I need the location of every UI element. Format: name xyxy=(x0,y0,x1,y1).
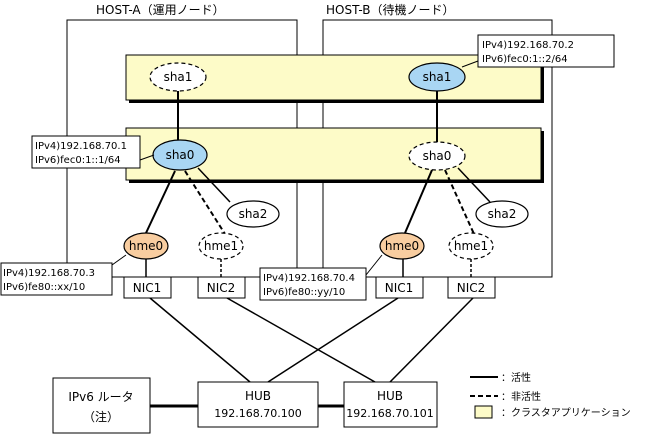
a-hme0-label: hme0 xyxy=(129,239,163,253)
a-nic2-box xyxy=(197,276,246,299)
callout-a-sha0-pointer xyxy=(139,154,155,161)
hub1-ip: 192.168.70.100 xyxy=(214,407,301,420)
hub1-box xyxy=(197,381,319,428)
ipv6-router-note: （注） xyxy=(83,409,119,424)
host-a-title: HOST-A（運用ノード） xyxy=(96,3,225,17)
cable-b-nic2-hub2 xyxy=(389,297,474,383)
hub1-label: HUB xyxy=(245,389,271,403)
a-sha1-node xyxy=(149,62,207,92)
callout-a-sha0-box xyxy=(31,135,141,169)
hub2-box xyxy=(343,381,438,428)
callout-a-hme0-v6: IPv6)fe80::xx/10 xyxy=(3,282,85,293)
b-hme1-node xyxy=(448,232,494,260)
a-hme1-node xyxy=(198,232,244,260)
callout-b-hme0-v4: IPv4)192.168.70.4 xyxy=(263,273,355,284)
ipv6-router-label: IPv6 ルータ xyxy=(68,390,133,404)
a-sha0-label: sha0 xyxy=(166,148,195,162)
line-b-sha0-hme0 xyxy=(404,169,433,234)
b-sha2-node xyxy=(475,200,529,228)
callout-b-hme0-v6: IPv6)fe80::yy/10 xyxy=(263,287,345,298)
b-sha0-label: sha0 xyxy=(423,149,452,163)
b-hme1-label: hme1 xyxy=(454,239,488,253)
a-nic2-label: NIC2 xyxy=(207,281,236,295)
legend-inactive-label: ：非活性 xyxy=(501,390,541,403)
a-hme1-label: hme1 xyxy=(204,239,238,253)
a-sha2-label: sha2 xyxy=(239,207,268,221)
cable-a-nic1-hub1 xyxy=(149,297,251,383)
legend-active-label: ：活性 xyxy=(501,371,531,384)
cable-b-nic1-hub1 xyxy=(267,297,399,383)
callout-b-sha1-pointer xyxy=(461,60,479,68)
b-nic1-box xyxy=(375,276,424,299)
line-a-sha0-hme0 xyxy=(145,170,176,234)
b-sha1-node xyxy=(408,62,466,92)
cable-a-nic2-hub2 xyxy=(226,297,376,383)
line-a-sha0-sha2 xyxy=(197,167,231,203)
callout-b-sha1-v6: IPv6)fec0:1::2/64 xyxy=(482,54,568,65)
callout-a-sha0-v4: IPv4)192.168.70.1 xyxy=(35,141,127,152)
callout-b-hme0-box xyxy=(259,267,367,301)
callout-a-hme0-v4: IPv4)192.168.70.3 xyxy=(3,268,95,279)
ipv6-router-box xyxy=(52,377,151,434)
callout-b-sha1-v4: IPv4)192.168.70.2 xyxy=(482,40,574,51)
line-b-sha0-hme1 xyxy=(444,169,475,235)
line-a-sha0-hme1 xyxy=(184,170,226,235)
legend-cluster-swatch xyxy=(474,405,493,419)
callout-a-hme0-box xyxy=(0,262,113,296)
b-hme0-label: hme0 xyxy=(385,239,419,253)
callout-a-hme0-pointer xyxy=(111,254,127,266)
callout-b-sha1-box xyxy=(477,34,615,68)
b-nic1-label: NIC1 xyxy=(385,281,414,295)
b-nic2-box xyxy=(447,276,496,299)
hub2-ip: 192.168.70.101 xyxy=(346,407,433,420)
a-sha2-node xyxy=(226,200,280,228)
hub2-label: HUB xyxy=(377,389,403,403)
a-nic1-box xyxy=(123,276,172,299)
b-hme0-node xyxy=(379,232,425,260)
a-sha1-label: sha1 xyxy=(164,70,193,84)
host-b-title: HOST-B（待機ノード） xyxy=(326,2,454,17)
callout-b-hme0-pointer xyxy=(365,254,383,276)
b-sha0-node xyxy=(408,141,466,171)
b-nic2-label: NIC2 xyxy=(457,281,486,295)
callout-a-sha0-v6: IPv6)fec0:1::1/64 xyxy=(35,155,121,166)
legend-cluster-label: ：クラスタアプリケーション xyxy=(501,407,631,419)
a-nic1-label: NIC1 xyxy=(133,281,162,295)
b-sha1-label: sha1 xyxy=(423,70,452,84)
b-sha2-label: sha2 xyxy=(488,207,517,221)
a-hme0-node xyxy=(123,232,169,260)
line-b-sha0-sha2 xyxy=(457,167,491,203)
